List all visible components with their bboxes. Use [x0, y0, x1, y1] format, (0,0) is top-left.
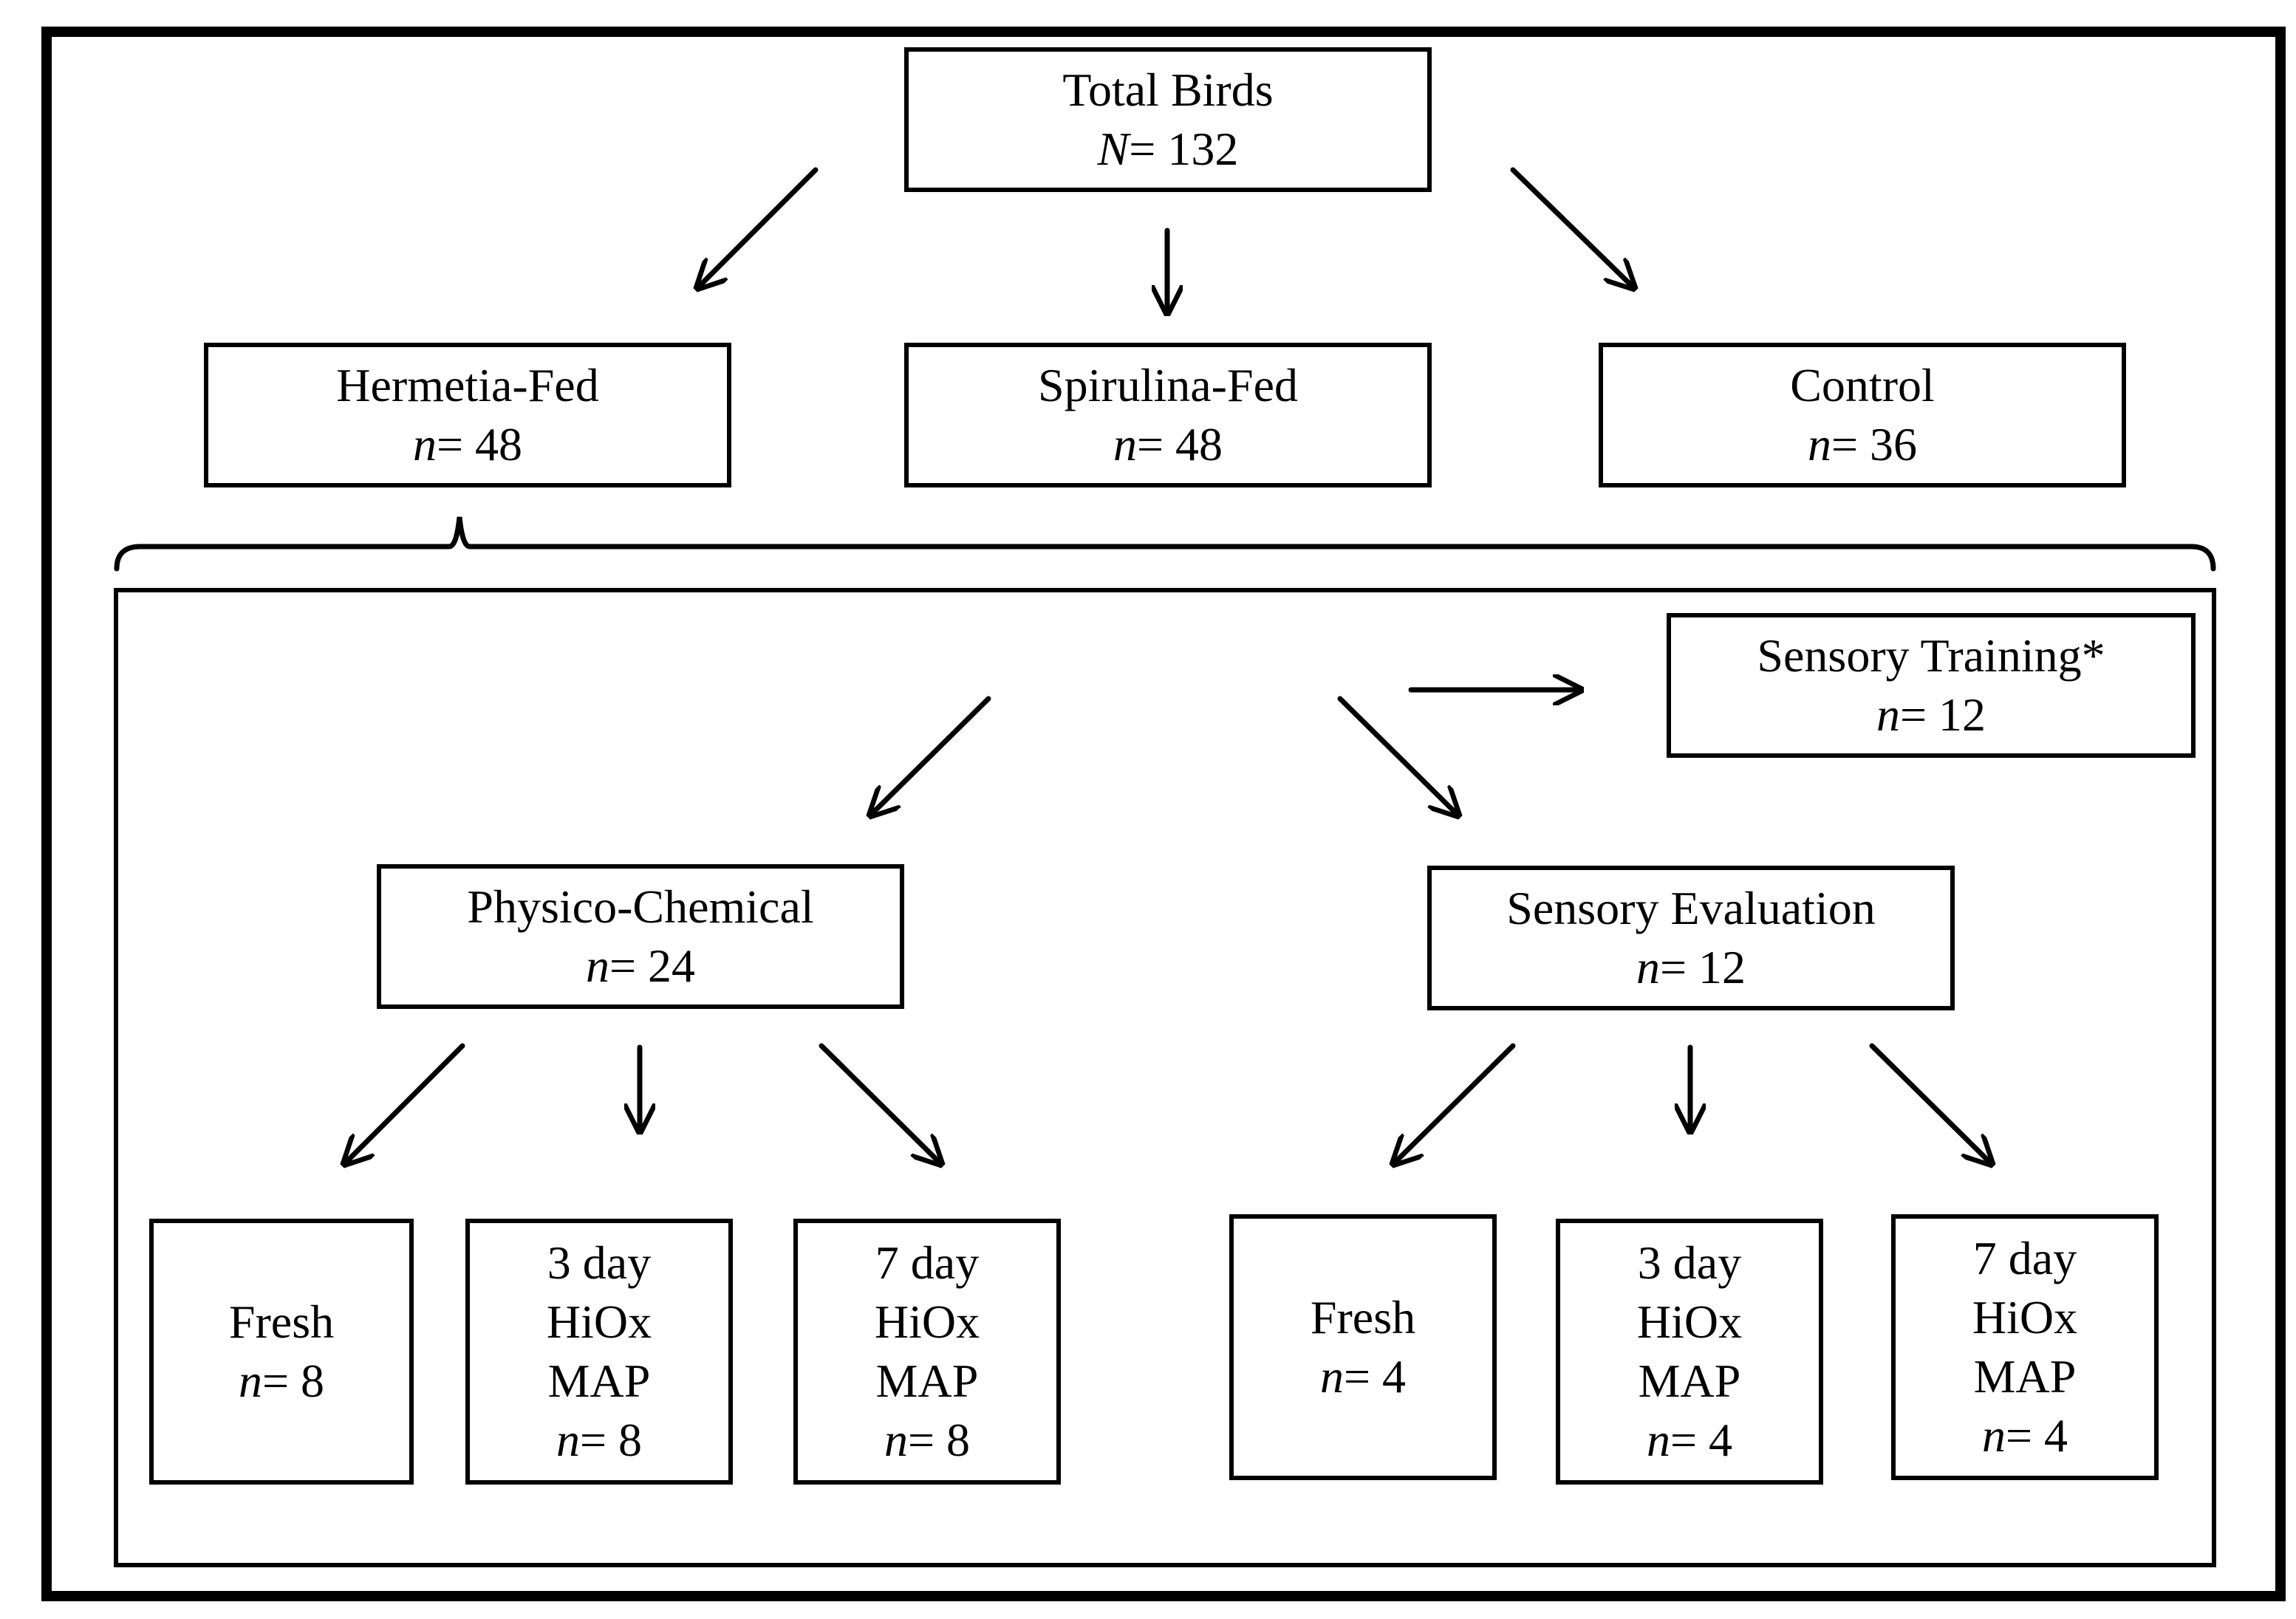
n-symbol: n: [1319, 1350, 1344, 1403]
node-count: n= 4: [1320, 1347, 1406, 1406]
node-label: Control: [1790, 359, 1935, 411]
n-value: = 132: [1129, 123, 1239, 175]
n-value: = 4: [1343, 1350, 1407, 1403]
node-count: n= 4: [1982, 1406, 2068, 1465]
node-count: n= 4: [1647, 1411, 1732, 1470]
node-label: Sensory Training*: [1757, 629, 2105, 682]
node-line: Fresh: [228, 1295, 335, 1348]
node-count: n= 8: [884, 1411, 970, 1470]
node-line: MAP: [875, 1355, 979, 1407]
n-symbol: n: [1807, 418, 1831, 470]
node-line: 7 day: [1972, 1232, 2077, 1284]
node-line: HiOx: [1636, 1295, 1743, 1348]
arrow-sensory-to-7day: [1869, 1043, 1992, 1164]
n-symbol: n: [884, 1414, 908, 1466]
n-value: = 24: [609, 939, 696, 992]
node-hermetia-fed: Hermetia-Fed n= 48: [204, 343, 731, 487]
hermetia-subgroup-frame: [114, 588, 2216, 1567]
node-line: HiOx: [874, 1295, 980, 1348]
node-sensory-evaluation: Sensory Evaluation n= 12: [1427, 866, 1955, 1010]
node-pc-fresh: Fresh n= 8: [149, 1219, 414, 1485]
node-line: HiOx: [1972, 1291, 2078, 1344]
node-label: Spirulina-Fed: [1038, 359, 1298, 411]
n-value: = 12: [1659, 941, 1746, 993]
n-value: = 48: [436, 418, 523, 470]
arrow-sensory-to-fresh: [1393, 1043, 1516, 1164]
n-symbol: n: [1646, 1414, 1670, 1466]
node-label: Physico-Chemical: [467, 880, 814, 933]
n-symbol: n: [556, 1414, 580, 1466]
arrow-physico-to-fresh: [344, 1043, 465, 1164]
arrow-to-sensory-eval: [1337, 696, 1458, 815]
node-line: 7 day: [875, 1236, 980, 1289]
arrow-to-physico: [870, 696, 991, 815]
outer-frame: [41, 27, 2286, 1601]
node-line: Fresh: [1310, 1291, 1416, 1344]
arrow-physico-to-7day: [819, 1043, 941, 1164]
node-line: MAP: [1638, 1355, 1741, 1407]
node-count: n= 48: [1113, 415, 1223, 474]
node-count: n= 8: [239, 1352, 324, 1411]
node-control: Control n= 36: [1599, 343, 2126, 487]
node-line: 3 day: [1637, 1236, 1742, 1289]
arrow-total-to-hermetia: [697, 167, 819, 288]
n-symbol: n: [585, 939, 609, 992]
node-count: n= 12: [1876, 685, 1986, 745]
node-se-fresh: Fresh n= 4: [1229, 1214, 1497, 1480]
node-label: Total Birds: [1062, 64, 1274, 116]
node-line: MAP: [547, 1355, 651, 1407]
node-line: 3 day: [547, 1236, 652, 1289]
arrow-total-to-control: [1510, 167, 1634, 288]
n-symbol: n: [412, 418, 437, 470]
node-se-3day: 3 day HiOx MAP n= 4: [1556, 1219, 1823, 1485]
n-value: = 8: [262, 1355, 325, 1407]
node-count: n= 12: [1636, 938, 1746, 997]
node-pc-7day: 7 day HiOx MAP n= 8: [793, 1219, 1061, 1485]
n-symbol: n: [1876, 688, 1900, 741]
node-physico-chemical: Physico-Chemical n= 24: [377, 864, 904, 1009]
n-value: = 4: [2005, 1409, 2068, 1462]
n-symbol: n: [1636, 941, 1660, 993]
n-value: = 36: [1831, 418, 1918, 470]
n-value: = 8: [907, 1414, 971, 1466]
node-line: HiOx: [546, 1295, 652, 1348]
node-sensory-training: Sensory Training* n= 12: [1667, 613, 2196, 758]
n-symbol: n: [1113, 418, 1137, 470]
n-value: = 4: [1670, 1414, 1733, 1466]
n-symbol: n: [238, 1355, 262, 1407]
node-line: MAP: [1973, 1350, 2077, 1403]
node-count: n= 24: [586, 937, 695, 996]
hermetia-bracket: [114, 516, 2216, 572]
n-value: = 12: [1899, 688, 1986, 741]
node-spirulina-fed: Spirulina-Fed n= 48: [904, 343, 1432, 487]
node-label: Sensory Evaluation: [1506, 882, 1876, 934]
node-count: n= 8: [556, 1411, 642, 1470]
n-symbol: n: [1981, 1409, 2006, 1462]
node-count: n= 36: [1808, 415, 1917, 474]
node-count: N= 132: [1098, 120, 1239, 179]
node-total-birds: Total Birds N= 132: [904, 47, 1432, 192]
node-count: n= 48: [413, 415, 522, 474]
node-pc-3day: 3 day HiOx MAP n= 8: [465, 1219, 733, 1485]
n-value: = 48: [1136, 418, 1223, 470]
node-se-7day: 7 day HiOx MAP n= 4: [1891, 1214, 2159, 1480]
node-label: Hermetia-Fed: [336, 359, 599, 411]
n-value: = 8: [579, 1414, 643, 1466]
n-symbol: N: [1097, 123, 1130, 175]
